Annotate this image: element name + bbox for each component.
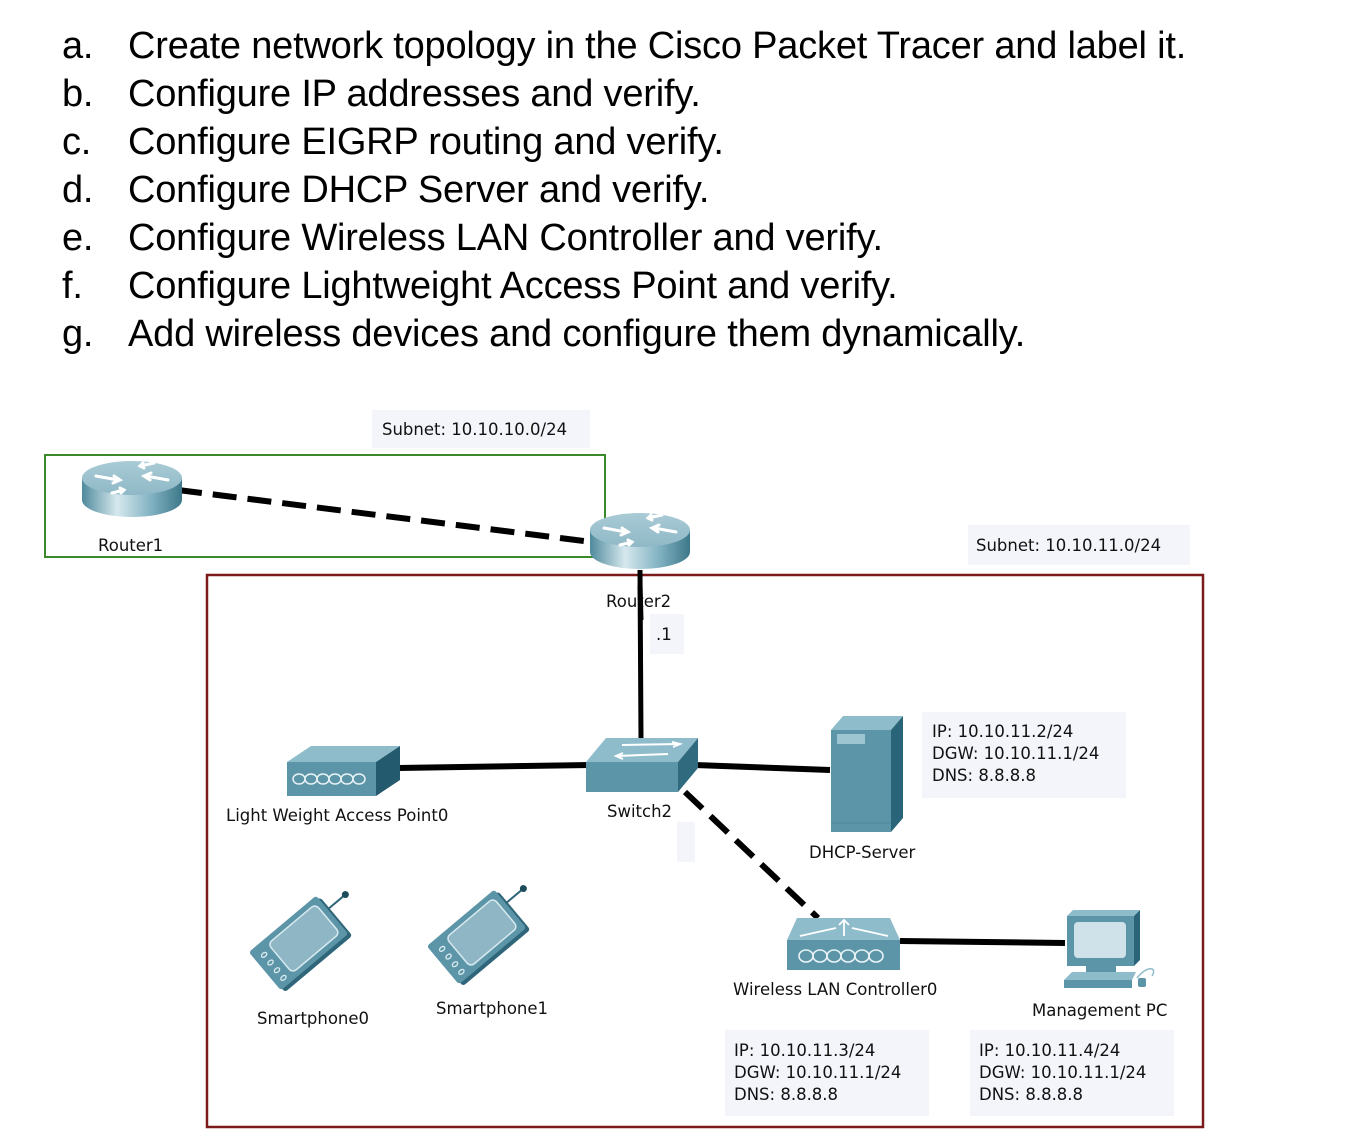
- task-letter: d.: [62, 169, 94, 211]
- task-text: Configure Wireless LAN Controller and ve…: [128, 217, 883, 259]
- smartphone1-label: Smartphone1: [436, 999, 548, 1018]
- subnet-label-2: Subnet: 10.10.11.0/24: [968, 525, 1190, 565]
- note-dgw: DGW: 10.10.11.1/24: [932, 744, 1099, 763]
- task-letter: b.: [62, 73, 94, 115]
- router2[interactable]: [588, 511, 692, 571]
- link-switch2-wlc: [682, 789, 821, 921]
- management-pc[interactable]: [1064, 910, 1155, 988]
- interface-text: .1: [656, 625, 672, 644]
- lightweight-access-point[interactable]: [287, 746, 400, 796]
- switch2[interactable]: [586, 738, 698, 792]
- dhcp-label: DHCP-Server: [809, 843, 915, 862]
- wlc-config-note: IP: 10.10.11.3/24 DGW: 10.10.11.1/24 DNS…: [725, 1030, 929, 1116]
- link-switch2-lap: [397, 762, 591, 771]
- note-dgw: DGW: 10.10.11.1/24: [979, 1063, 1146, 1082]
- server-icon: [831, 716, 903, 832]
- router-icon: [80, 459, 184, 519]
- task-letter: a.: [62, 25, 94, 67]
- link-wlc-pc: [899, 938, 1066, 946]
- router-icon: [588, 511, 692, 571]
- link-switch2-dhcp: [694, 762, 831, 773]
- task-text: Create network topology in the Cisco Pac…: [128, 25, 1187, 67]
- switch2-label: Switch2: [607, 802, 672, 821]
- task-text: Add wireless devices and configure them …: [128, 313, 1026, 355]
- subnet-10-10-11-boundary: [205, 573, 1205, 1129]
- pc-config-note: IP: 10.10.11.4/24 DGW: 10.10.11.1/24 DNS…: [970, 1030, 1174, 1116]
- task-text: Configure EIGRP routing and verify.: [128, 121, 724, 163]
- smartphone-icon: [425, 871, 551, 989]
- router1[interactable]: [80, 459, 184, 519]
- subnet-label-1: Subnet: 10.10.10.0/24: [372, 410, 590, 448]
- dhcp-server[interactable]: [831, 716, 903, 832]
- smartphone0-label: Smartphone0: [257, 1009, 369, 1028]
- wlc-icon: [787, 918, 900, 970]
- note-ip: IP: 10.10.11.4/24: [979, 1041, 1120, 1060]
- note-dgw: DGW: 10.10.11.1/24: [734, 1063, 901, 1082]
- router2-interface-label: .1: [650, 614, 684, 654]
- empty-note: [677, 822, 695, 862]
- lap-label: Light Weight Access Point0: [226, 806, 448, 825]
- task-text: Configure Lightweight Access Point and v…: [128, 265, 898, 307]
- wlc-label: Wireless LAN Controller0: [733, 980, 937, 999]
- note-dns: DNS: 8.8.8.8: [932, 766, 1036, 785]
- note-dns: DNS: 8.8.8.8: [734, 1085, 838, 1104]
- smartphone-icon: [247, 877, 373, 995]
- link-router2-switch2-overlay: [637, 584, 644, 621]
- subnet-label-text: Subnet: 10.10.11.0/24: [976, 536, 1161, 555]
- task-letter: f.: [62, 265, 83, 307]
- subnet-label-text: Subnet: 10.10.10.0/24: [382, 420, 567, 439]
- switch-icon: [586, 738, 698, 792]
- pc-label: Management PC: [1032, 1001, 1167, 1020]
- access-point-icon: [287, 746, 400, 796]
- pc-icon: [1064, 910, 1155, 988]
- dhcp-config-note: IP: 10.10.11.2/24 DGW: 10.10.11.1/24 DNS…: [922, 712, 1126, 798]
- router1-label: Router1: [98, 536, 163, 555]
- task-letter: c.: [62, 121, 92, 163]
- task-letter: e.: [62, 217, 94, 259]
- note-dns: DNS: 8.8.8.8: [979, 1085, 1083, 1104]
- note-ip: IP: 10.10.11.3/24: [734, 1041, 875, 1060]
- wireless-lan-controller[interactable]: [787, 918, 900, 970]
- note-ip: IP: 10.10.11.2/24: [932, 722, 1073, 741]
- subnet-10-10-10-boundary: [44, 454, 606, 558]
- link-router1-router2: [177, 487, 593, 545]
- task-letter: g.: [62, 313, 94, 355]
- task-text: Configure DHCP Server and verify.: [128, 169, 710, 211]
- smartphone1[interactable]: [425, 871, 551, 989]
- smartphone0[interactable]: [247, 877, 373, 995]
- task-text: Configure IP addresses and verify.: [128, 73, 701, 115]
